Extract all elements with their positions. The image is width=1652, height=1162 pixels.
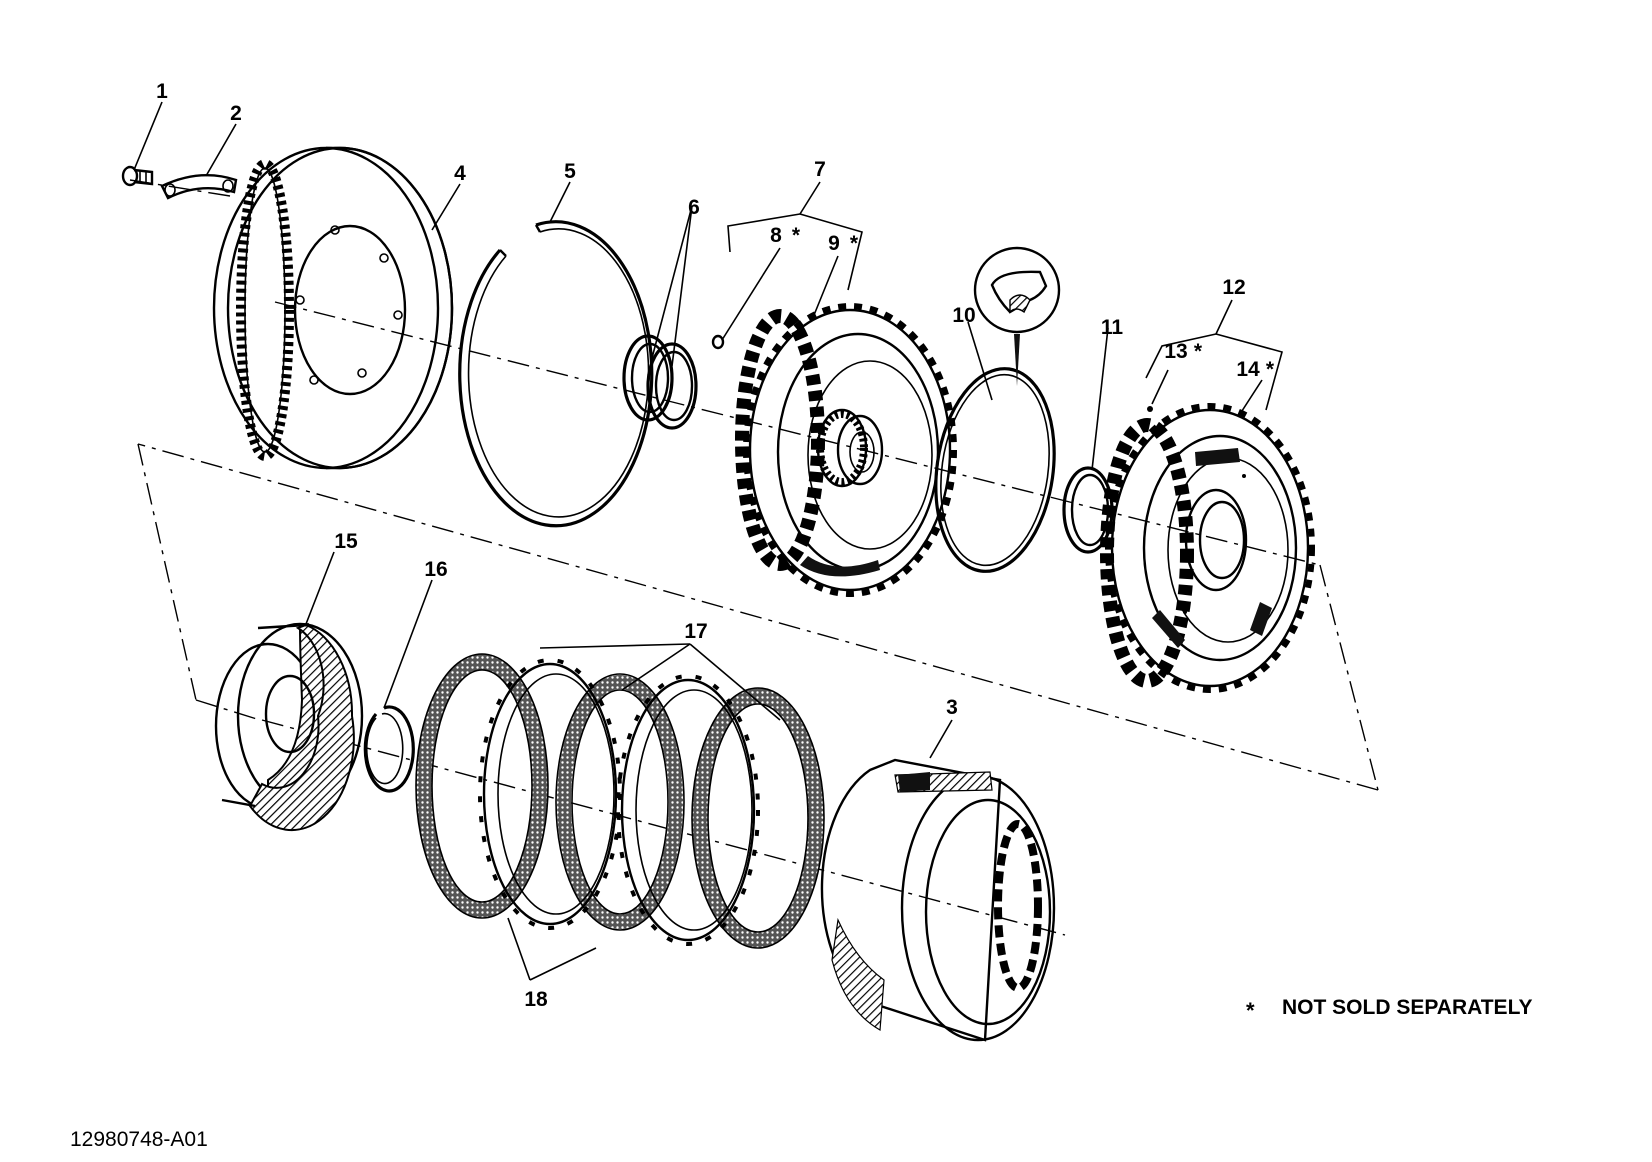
- part-10-o-ring: [934, 367, 1056, 573]
- detail-callout-o-ring-section: [973, 246, 1061, 386]
- part-1-bolt: [121, 165, 154, 187]
- label-14-asterisk: *: [1266, 358, 1275, 381]
- label-1: 1: [156, 80, 168, 103]
- label-13: 13: [1164, 340, 1187, 363]
- part-13-dot: [1147, 406, 1153, 412]
- label-13-asterisk: *: [1194, 340, 1203, 363]
- label-6: 6: [688, 196, 700, 219]
- note-block: * NOT SOLD SEPARATELY: [1246, 996, 1532, 1023]
- label-8: 8: [770, 224, 782, 247]
- label-18: 18: [524, 988, 548, 1011]
- part-2-clip: [160, 174, 238, 200]
- part-14-piston: [1100, 403, 1315, 693]
- label-8-asterisk: *: [792, 224, 801, 247]
- label-10: 10: [952, 304, 975, 327]
- part-15-backing-plate: [214, 622, 364, 832]
- note-text: NOT SOLD SEPARATELY: [1282, 996, 1532, 1019]
- note-asterisk: *: [1246, 998, 1255, 1023]
- callout-labels: 1 2 3 4 5 6 7 8 * 9 * 10 11 12 13 * 14 *…: [156, 80, 1275, 1011]
- label-7: 7: [814, 158, 826, 181]
- label-11: 11: [1101, 316, 1124, 339]
- part-16-snap-ring: [363, 705, 415, 793]
- part-3-drum: [820, 758, 1056, 1042]
- part-6-seal-rings: [622, 334, 698, 430]
- label-15: 15: [334, 530, 358, 553]
- label-9-asterisk: *: [850, 232, 859, 255]
- part-17-18-clutch-pack: [415, 653, 825, 949]
- part-5-snap-ring: [458, 220, 654, 528]
- label-3: 3: [946, 696, 958, 719]
- label-4: 4: [454, 162, 466, 185]
- label-2: 2: [230, 102, 242, 125]
- label-17: 17: [684, 620, 707, 643]
- part-4-flex-plate: [212, 146, 454, 470]
- leader-lines: [133, 101, 1283, 981]
- label-14: 14: [1236, 358, 1260, 381]
- part-9-clutch-housing: [735, 303, 957, 597]
- drawing-number: 12980748-A01: [70, 1128, 208, 1151]
- label-16: 16: [424, 558, 447, 581]
- label-12: 12: [1222, 276, 1245, 299]
- part-8-check-ball: [711, 334, 725, 350]
- label-5: 5: [564, 160, 576, 183]
- label-9: 9: [828, 232, 840, 255]
